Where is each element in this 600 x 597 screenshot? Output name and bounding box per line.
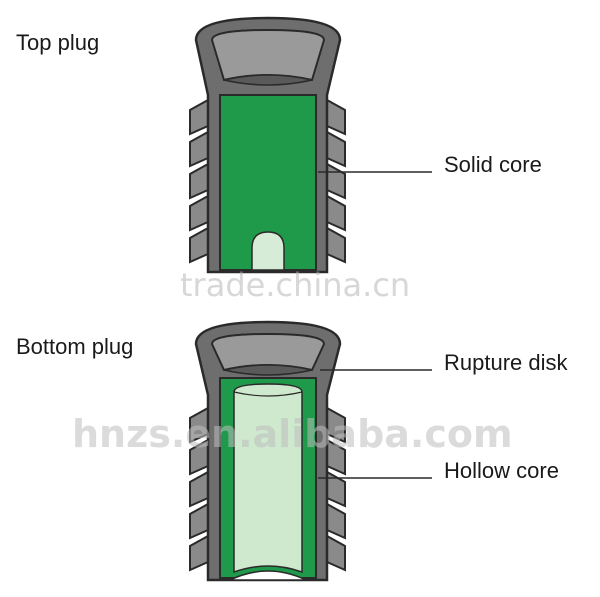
- solid-core-recess: [251, 231, 285, 271]
- top-plug-fins-left: [189, 98, 209, 264]
- bottom-plug: [189, 320, 346, 582]
- hollow-core-label: Hollow core: [444, 458, 559, 483]
- watermark-trade-china: trade.china.cn: [180, 266, 411, 304]
- rupture-disk-label: Rupture disk: [444, 350, 568, 375]
- top-plug-cup: [210, 28, 326, 82]
- bottom-plug-label: Bottom plug: [16, 334, 134, 359]
- top-plug-fins-right: [326, 98, 346, 264]
- top-plug: [189, 16, 346, 274]
- top-plug-label: Top plug: [16, 30, 100, 55]
- hollow-core-bore: [233, 383, 303, 574]
- solid-core-label: Solid core: [444, 152, 542, 177]
- watermark-alibaba: hnzs.en.alibaba.com: [72, 412, 513, 456]
